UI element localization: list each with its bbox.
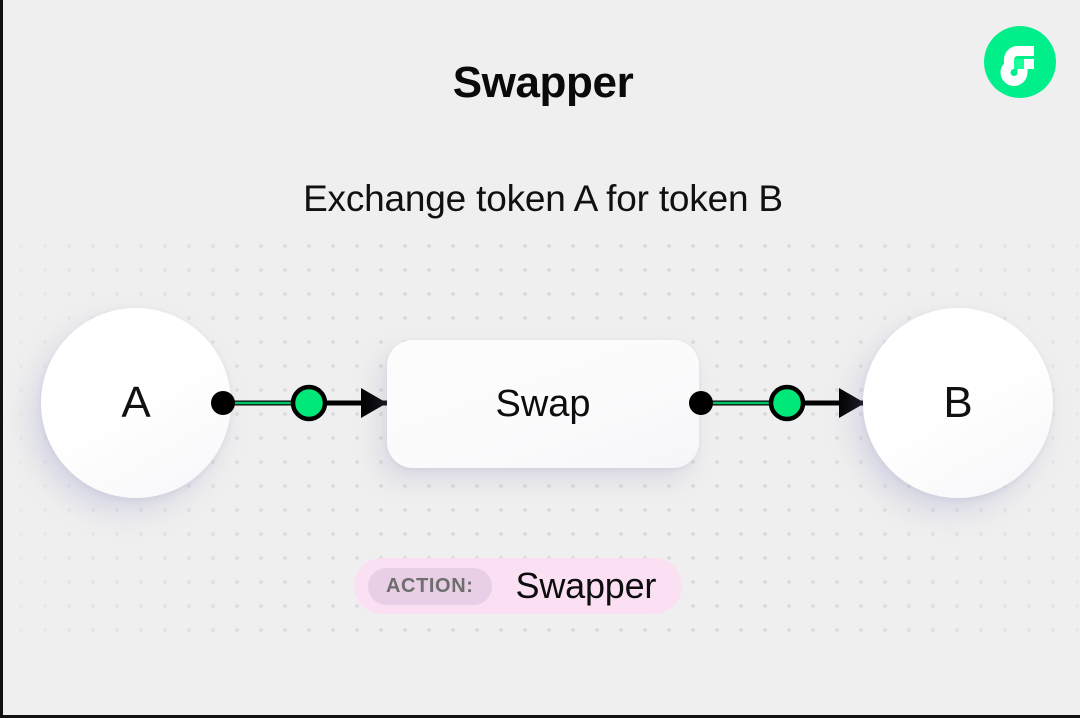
action-badge-chip-label: ACTION: [368,567,492,605]
edge-source-port [689,391,713,415]
node-token-a[interactable]: A [41,308,231,498]
edge-source-port [211,391,235,415]
action-badge[interactable]: ACTION: Swapper [354,558,683,614]
node-swap[interactable]: Swap [387,340,699,468]
flow-logo-icon[interactable] [984,26,1056,98]
edge-midpoint-node [768,384,806,422]
page-subtitle: Exchange token A for token B [303,178,783,219]
node-swap-label: Swap [495,382,591,425]
node-token-b-label: B [943,378,973,427]
edge-swap-to-b[interactable] [683,378,873,433]
edge-midpoint-node [290,384,328,422]
page-title: Swapper [452,58,634,107]
node-token-b[interactable]: B [863,308,1053,498]
edge-arrowhead [839,388,865,418]
node-token-a-label: A [121,378,151,427]
edge-arrowhead [361,388,387,418]
action-badge-value: Swapper [515,565,657,606]
edge-a-to-swap[interactable] [201,378,391,433]
